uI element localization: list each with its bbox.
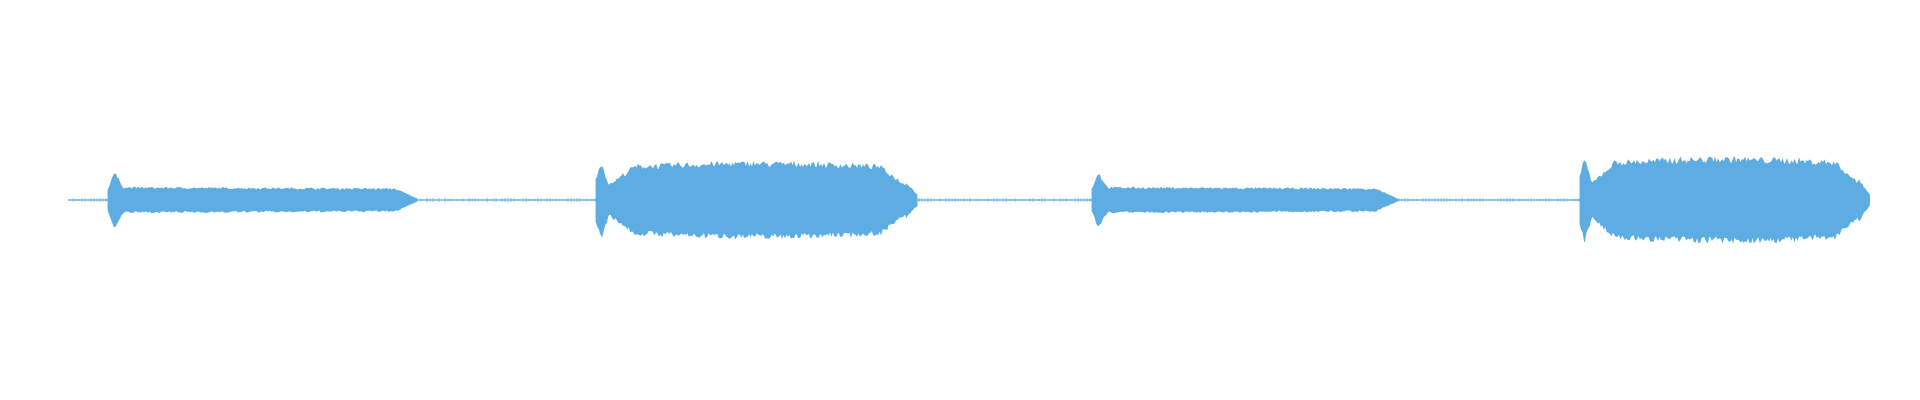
waveform-segment-2 [595,160,918,240]
waveform-segment-4 [1579,155,1870,244]
waveform-segment-3 [1091,174,1399,227]
waveform-segment-1 [107,173,418,227]
waveform-segments [107,155,1870,244]
